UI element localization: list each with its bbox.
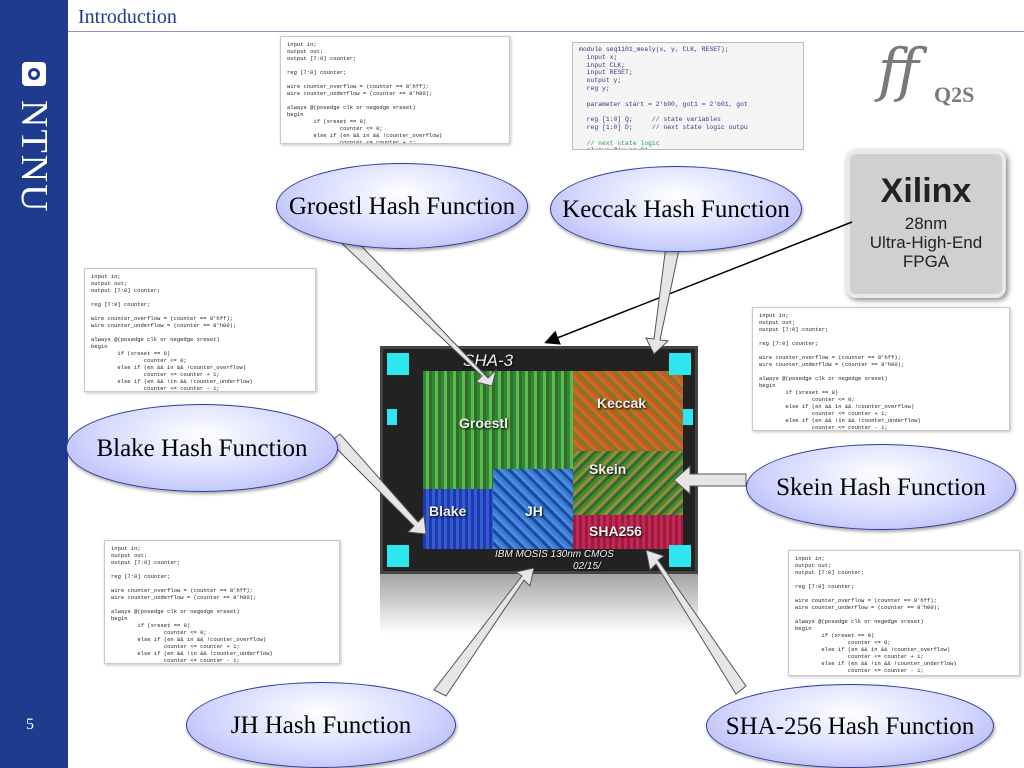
- keccak-label: Keccak Hash Function: [550, 166, 802, 252]
- sha256-label: SHA-256 Hash Function: [706, 684, 994, 768]
- sidebar: NTNU 5: [0, 0, 68, 768]
- chip-label-jh: JH: [525, 503, 543, 519]
- xilinx-line1: 28nm: [904, 214, 948, 233]
- keccak-region: [573, 371, 683, 451]
- code-editor-screenshot: module seq1101_mealy(x, y, CLK, RESET); …: [572, 42, 804, 150]
- code-snippet-bottom-right: input in; output out; output [7:0] count…: [788, 550, 1020, 676]
- editor-line: output y;: [586, 77, 622, 85]
- blake-arrow: [329, 433, 427, 535]
- q2s-glyph: ff: [878, 36, 920, 104]
- chip-label-skein: Skein: [589, 461, 627, 477]
- ntnu-logo-icon: [22, 62, 46, 86]
- chip-footer-2: 02/15/: [573, 561, 601, 572]
- sha256-region: [573, 515, 683, 549]
- editor-line: input CLK;: [586, 61, 626, 69]
- chip-pad-br: [669, 545, 691, 567]
- slide-title: Introduction: [78, 6, 177, 28]
- chip-footer-1: IBM MOSIS 130nm CMOS: [495, 549, 614, 560]
- title-divider: [68, 31, 1024, 32]
- chip-pad-l1: [387, 409, 397, 425]
- blake-region: [423, 489, 493, 549]
- jh-label: JH Hash Function: [186, 682, 456, 768]
- editor-line: always @(x or Q): [579, 147, 648, 149]
- editor-line: module seq1101_mealy(x, y, CLK, RESET);: [579, 46, 729, 53]
- q2s-label: Q2S: [934, 82, 975, 107]
- xilinx-line3: FPGA: [902, 252, 950, 271]
- xilinx-arrow: [544, 221, 853, 345]
- chip-pad-tr: [669, 353, 691, 375]
- skein-arrow: [673, 464, 747, 496]
- blake-label: Blake Hash Function: [66, 404, 338, 492]
- chip-pad-bl: [387, 545, 409, 567]
- chip-reflection: [380, 574, 698, 634]
- skein-label: Skein Hash Function: [746, 444, 1016, 530]
- groestl-label: Groestl Hash Function: [276, 163, 528, 249]
- editor-line: reg [1:0] D; // next state logic outpu: [586, 123, 748, 131]
- xilinx-fpga-chip: Xilinx 28nm Ultra-High-End FPGA: [846, 150, 1006, 298]
- editor-line: input x;: [586, 53, 618, 61]
- editor-line: reg [1:0] Q; // state variables: [586, 116, 721, 124]
- xilinx-line2: Ultra-High-End: [869, 233, 983, 252]
- ntnu-logo-text: NTNU: [13, 100, 55, 214]
- editor-line: // next state logic: [586, 139, 660, 147]
- editor-line: parameter start = 2'b00, got1 = 2'b01, g…: [586, 100, 748, 108]
- code-snippet-top: input in; output out; output [7:0] count…: [280, 36, 510, 144]
- chip-pad-r1: [683, 409, 693, 425]
- sha3-chip-die: SHA-3 Groestl Keccak Skein Blake JH SHA2…: [380, 346, 698, 574]
- code-snippet-left: input in; output out; output [7:0] count…: [84, 268, 316, 392]
- jh-arrow: [433, 567, 535, 697]
- chip-label-groestl: Groestl: [459, 415, 509, 431]
- chip-label-blake: Blake: [429, 503, 467, 519]
- xilinx-brand: Xilinx: [880, 172, 972, 210]
- editor-line: reg y;: [586, 84, 610, 92]
- chip-label-sha256: SHA256: [589, 523, 642, 539]
- page-number: 5: [26, 716, 34, 733]
- editor-line: input RESET;: [586, 69, 633, 77]
- code-snippet-right: input in; output out; output [7:0] count…: [752, 307, 1010, 431]
- chip-label-keccak: Keccak: [597, 395, 647, 411]
- chip-pad-tl: [387, 353, 409, 375]
- sha256-arrow: [645, 549, 747, 695]
- q2s-logo: ff Q2S: [872, 36, 992, 116]
- jh-region: [493, 469, 573, 549]
- skein-region: [573, 451, 683, 515]
- code-snippet-bottom-left: input in; output out; output [7:0] count…: [104, 540, 340, 664]
- groestl-arrow: [333, 229, 497, 387]
- keccak-arrow: [645, 237, 682, 355]
